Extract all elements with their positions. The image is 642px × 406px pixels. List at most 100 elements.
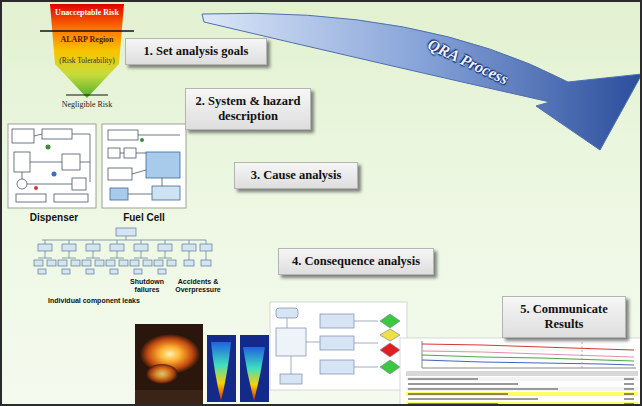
results-chart-part <box>422 344 634 350</box>
risk-level-label: ALARP Region <box>57 35 117 44</box>
results-table-part <box>406 382 638 386</box>
risk-triangle <box>40 4 134 98</box>
fault-tree-part <box>42 240 206 241</box>
process-step-box: 4. Consequence analysis <box>278 248 434 275</box>
dispenser-schematic-part <box>34 134 42 136</box>
fuel-cell-schematic <box>102 124 186 208</box>
dispenser-schematic-part <box>42 129 72 139</box>
fault-tree-part <box>165 251 166 258</box>
fault-tree-label: Accidents & Overpressure <box>171 278 225 294</box>
fuel-cell-schematic-part <box>152 186 180 200</box>
jet-flame-photo <box>135 324 203 404</box>
results-chart <box>400 338 642 406</box>
consequence-flowchart-part <box>354 343 378 344</box>
fuel-cell-schematic-part <box>108 130 138 140</box>
dispenser-schematic-part <box>14 152 30 172</box>
consequence-flowchart-part <box>276 328 306 356</box>
results-chart-part <box>400 338 642 406</box>
fault-tree-label: Shutdown failures <box>124 278 170 294</box>
results-chart-part <box>582 342 583 368</box>
results-table-part <box>406 402 638 406</box>
fuel-cell-schematic-part <box>138 135 180 136</box>
step-title: 4. Consequence analysis <box>286 254 426 269</box>
consequence-flowchart-part <box>354 367 378 368</box>
fault-tree-label: Individual component leaks <box>30 297 158 305</box>
dispenser-schematic-part <box>22 172 23 179</box>
results-table-part <box>406 387 638 391</box>
arrow-title: QRA Process <box>405 26 530 97</box>
fault-tree-part <box>62 269 70 274</box>
consequence-flowchart-part <box>306 342 320 343</box>
dispenser-schematic-part <box>27 184 72 185</box>
dispenser-schematic-part <box>17 179 27 189</box>
fault-tree-part <box>38 258 52 259</box>
plume-contour-plots-part <box>243 347 265 401</box>
dispenser-schematic-part <box>72 178 86 190</box>
process-step-box: 3. Cause analysis <box>234 162 358 189</box>
results-chart-part <box>422 359 636 360</box>
fuel-cell-schematic-part <box>108 168 132 180</box>
fuel-cell-schematic-part <box>140 138 144 142</box>
fault-tree-part <box>45 251 46 258</box>
fault-tree-part <box>184 260 194 266</box>
fault-tree-part <box>45 240 46 244</box>
fault-tree-part <box>182 244 196 251</box>
fault-tree-part <box>62 244 76 251</box>
fault-tree-part <box>71 260 80 266</box>
fault-tree-part <box>134 258 148 259</box>
dispenser-schematic-part <box>30 162 62 163</box>
results-table <box>406 371 638 406</box>
dispenser-schematic-part <box>16 194 46 202</box>
results-table-part <box>406 377 638 381</box>
risk-level-label: Unacceptable Risk <box>55 8 119 17</box>
fault-tree-part <box>47 260 56 266</box>
fault-tree-part <box>95 260 104 266</box>
consequence-flowchart-part <box>280 374 302 384</box>
dispenser-schematic-part <box>72 134 90 135</box>
fault-tree-part <box>143 260 152 266</box>
fault-tree-part <box>82 260 91 266</box>
dispenser-schematic <box>8 124 96 208</box>
results-table-part <box>408 378 478 380</box>
fuel-cell-schematic-part <box>146 152 180 178</box>
fault-tree-part <box>126 236 127 240</box>
fault-tree-part <box>110 269 118 274</box>
dispenser-schematic-part <box>52 172 57 177</box>
results-table-part <box>408 383 518 385</box>
fault-tree-part <box>200 244 212 251</box>
dispenser-schematic-part <box>12 129 34 143</box>
fault-tree-part <box>158 244 172 251</box>
fault-tree-part <box>117 240 118 244</box>
step-title: 3. Cause analysis <box>242 168 350 183</box>
fault-tree-part <box>189 240 190 244</box>
consequence-flowchart-part <box>276 308 298 318</box>
step-title: 5. Communicate Results <box>510 302 618 332</box>
consequence-flowchart-part <box>320 360 354 374</box>
fault-tree-part <box>134 244 148 251</box>
results-chart-part <box>422 368 636 369</box>
results-table-part <box>624 388 634 390</box>
fault-tree-part <box>206 251 207 260</box>
results-chart-part <box>422 341 423 368</box>
results-table-part <box>408 388 558 390</box>
fuel-cell-schematic-part <box>110 188 128 200</box>
consequence-flowchart-part <box>320 336 354 350</box>
fault-tree-part <box>201 260 211 266</box>
fault-tree-part <box>141 240 142 244</box>
results-table-part <box>624 383 634 385</box>
consequence-flowchart-part <box>270 302 407 390</box>
fuel-cell-schematic-part <box>162 178 163 186</box>
jet-flame-photo-part <box>135 390 203 404</box>
image-caption: Dispenser <box>16 212 92 224</box>
fault-tree-part <box>141 251 142 258</box>
dispenser-schematic-part <box>8 124 96 208</box>
fault-tree-part <box>189 251 190 260</box>
jet-flame-photo-part <box>135 324 203 404</box>
results-chart-part <box>422 355 634 361</box>
results-table-part <box>406 397 638 401</box>
results-table-part <box>406 371 638 376</box>
results-chart-part <box>422 350 636 351</box>
results-table-part <box>624 393 634 395</box>
